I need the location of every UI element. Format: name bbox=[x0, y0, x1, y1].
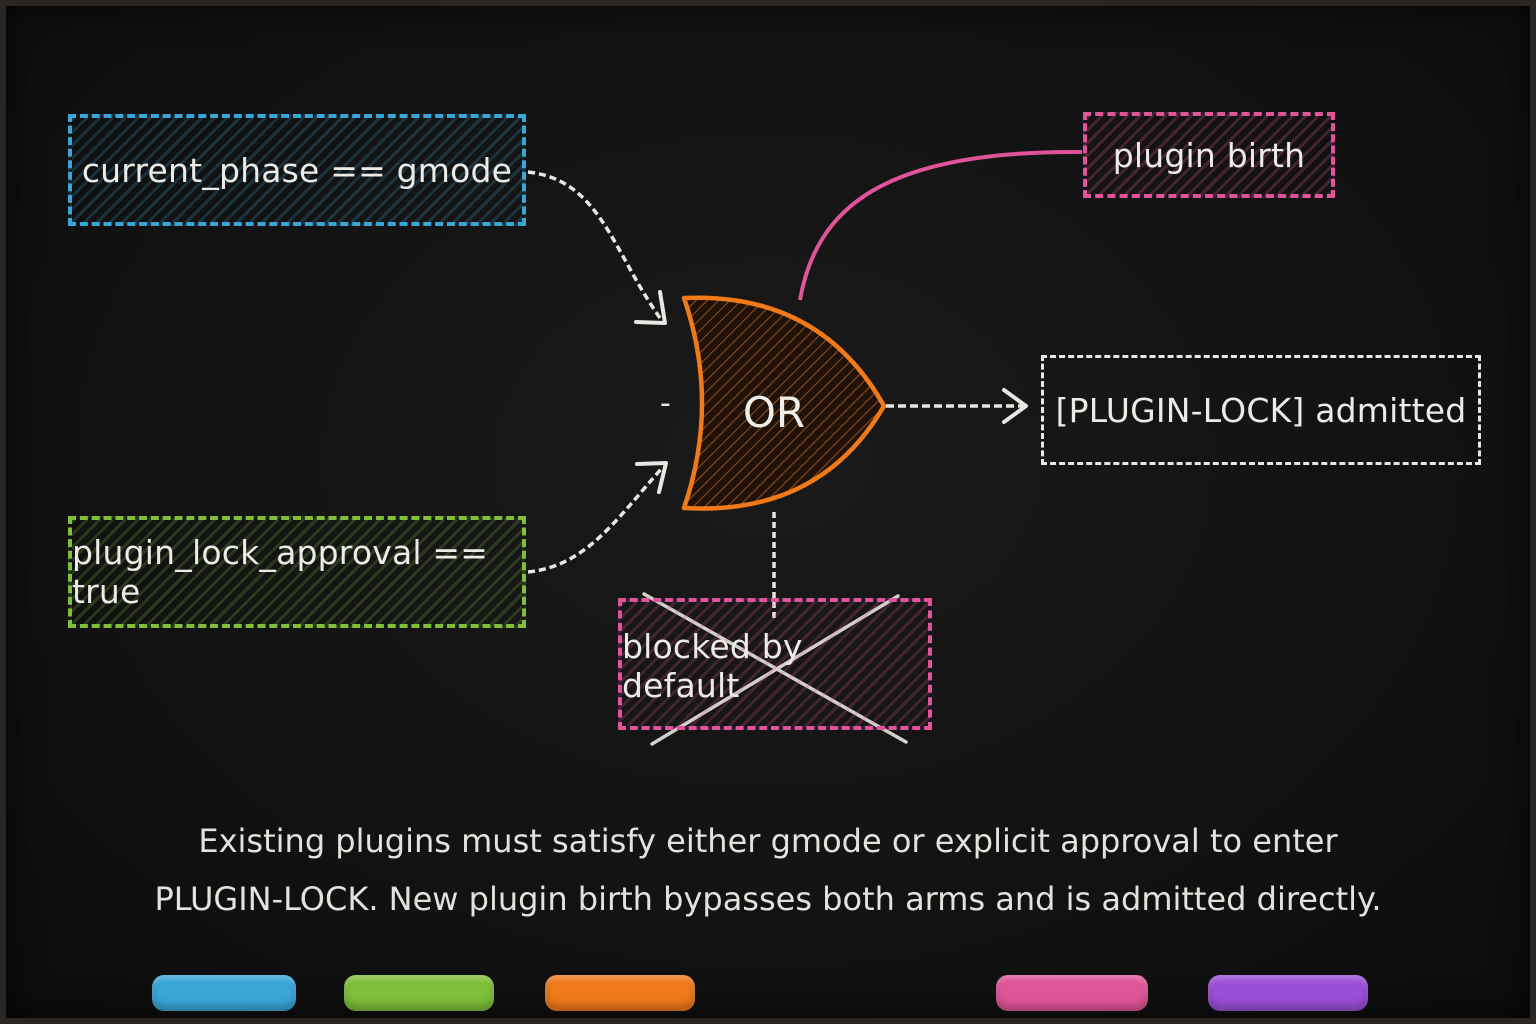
chalk-stick-blue bbox=[152, 975, 296, 1011]
or-gate-shape bbox=[681, 295, 887, 511]
output-box-admitted: [PLUGIN-LOCK] admitted bbox=[1041, 355, 1481, 465]
input-label-gmode: current_phase == gmode bbox=[81, 150, 513, 190]
gate-stub-label: - bbox=[660, 386, 671, 421]
input-label-approval: plugin_lock_approval == true bbox=[72, 533, 489, 611]
output-label: [PLUGIN-LOCK] admitted bbox=[1055, 390, 1467, 430]
input-box-gmode: current_phase == gmode bbox=[68, 114, 526, 226]
cross-out-x-icon bbox=[642, 592, 908, 746]
arrowhead-gmode-icon bbox=[634, 290, 667, 325]
chalk-stick-green bbox=[344, 975, 494, 1011]
blocked-box: blocked by default bbox=[618, 598, 932, 730]
caption-line-2: PLUGIN-LOCK. New plugin birth bypasses b… bbox=[154, 880, 1382, 918]
chalk-stick-orange bbox=[545, 975, 695, 1011]
input-box-approval: plugin_lock_approval == true bbox=[68, 516, 526, 628]
arrowhead-output-icon bbox=[1002, 388, 1028, 424]
chalk-stick-purple bbox=[1208, 975, 1368, 1011]
caption-line-1: Existing plugins must satisfy either gmo… bbox=[198, 822, 1338, 860]
blocked-label: blocked by default bbox=[622, 627, 803, 705]
arrow-gmode-to-gate bbox=[527, 170, 662, 320]
bypass-box-plugin-birth: plugin birth bbox=[1083, 112, 1335, 198]
caption: Existing plugins must satisfy either gmo… bbox=[100, 812, 1436, 928]
arrowhead-approval-icon bbox=[635, 461, 668, 494]
or-gate-label: OR bbox=[742, 387, 806, 437]
bypass-label: plugin birth bbox=[1112, 135, 1306, 175]
arrow-approval-to-gate bbox=[527, 466, 664, 574]
chalk-stick-pink bbox=[996, 975, 1148, 1011]
bypass-line-plugin-birth bbox=[798, 149, 1083, 301]
